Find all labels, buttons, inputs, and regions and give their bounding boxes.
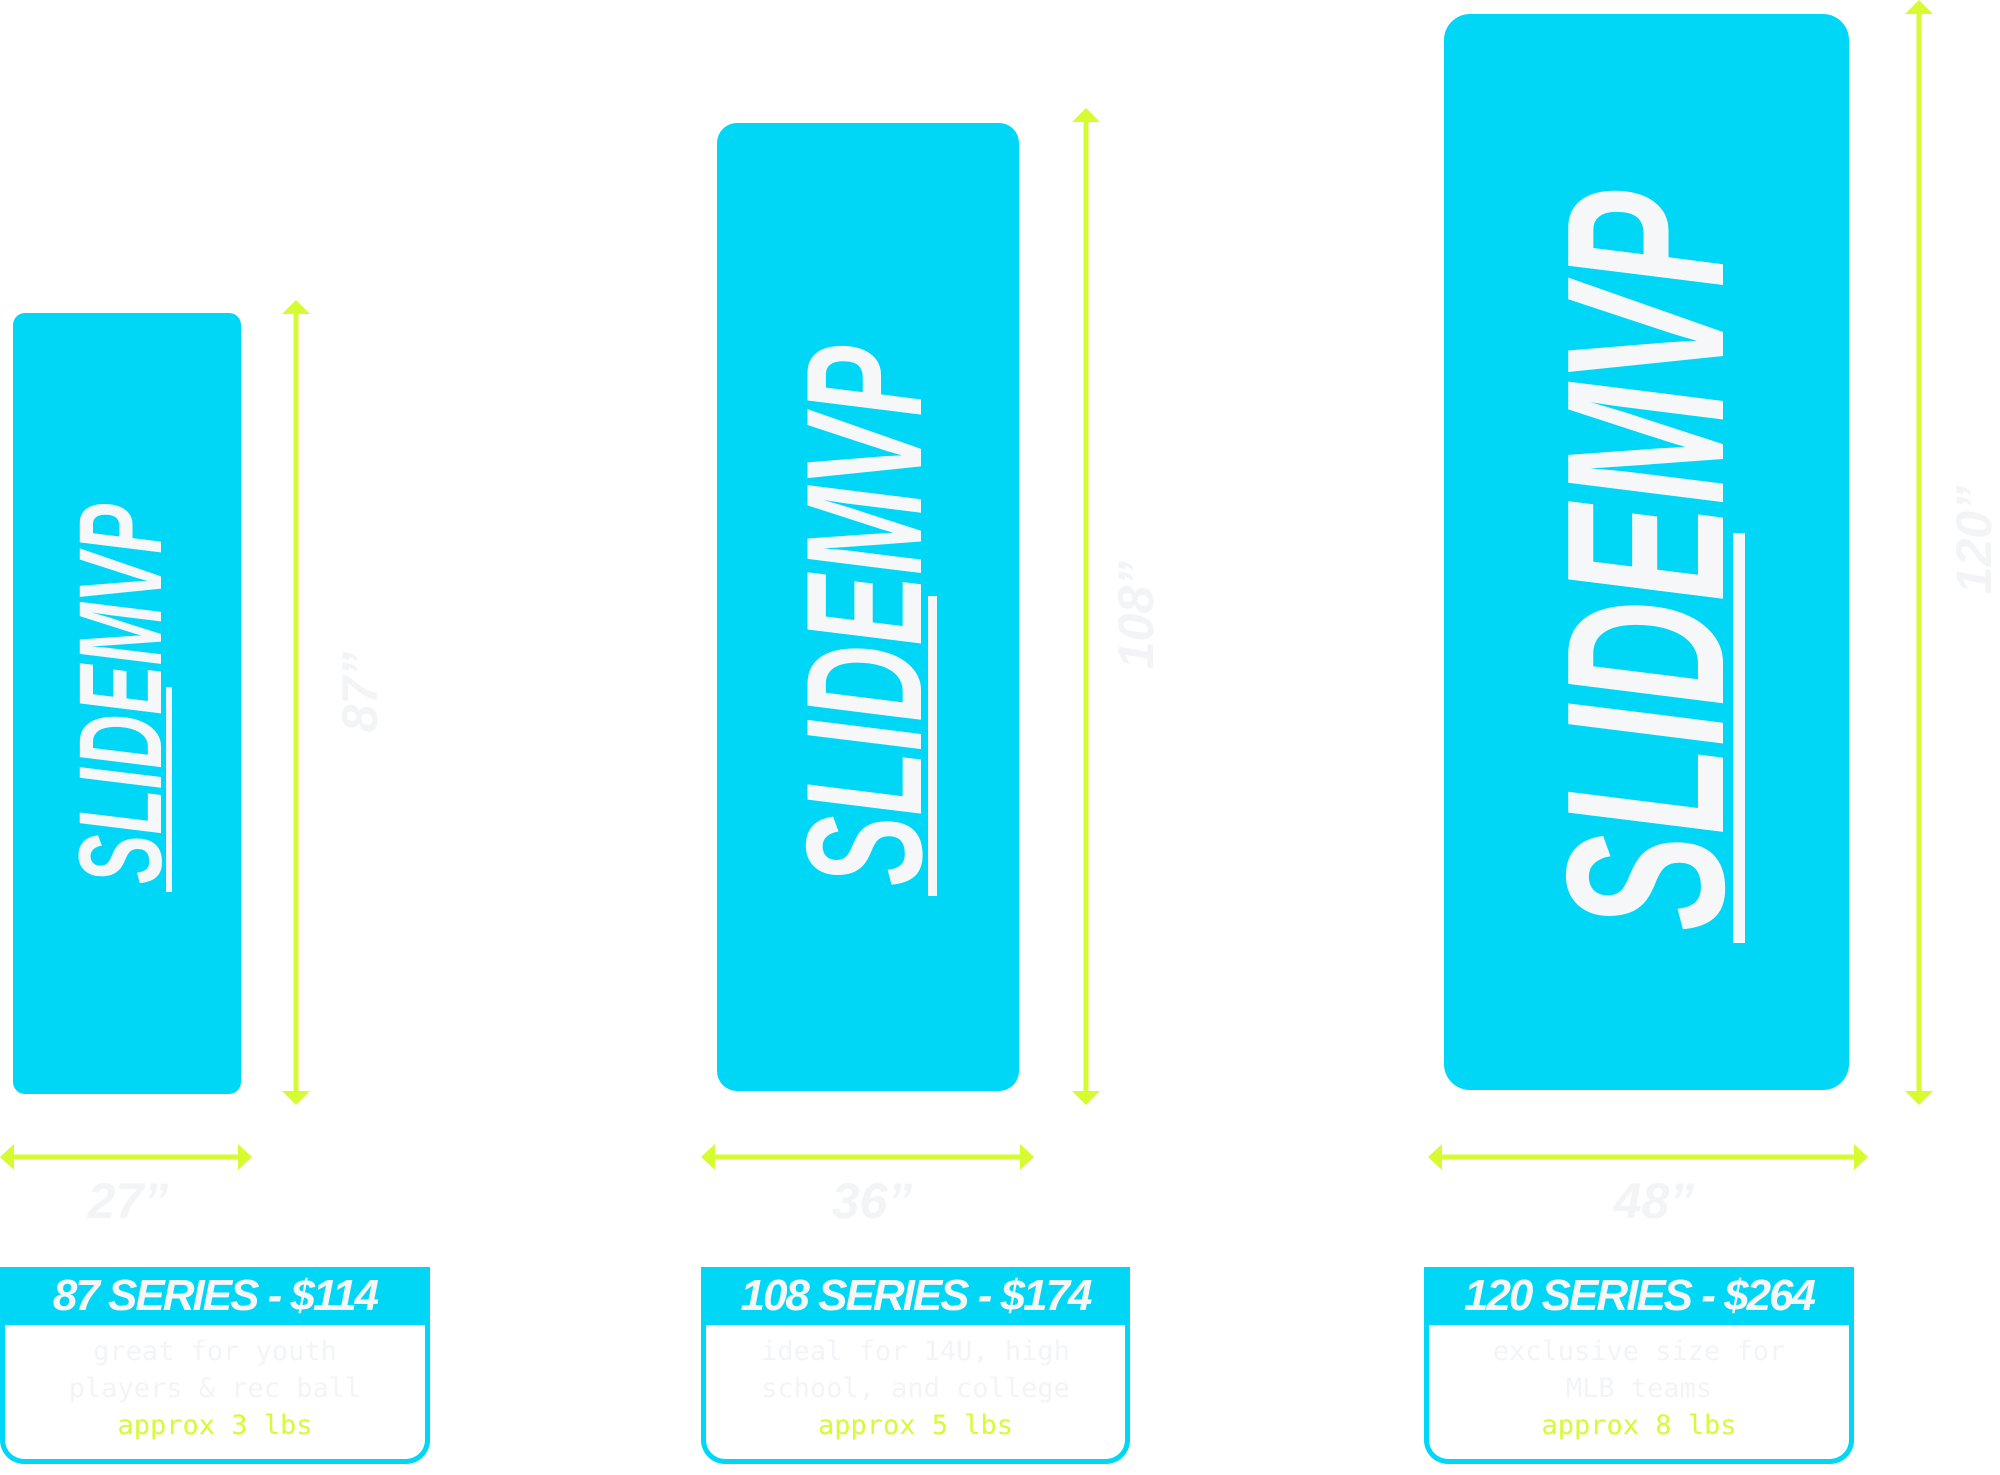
length-arrow-108 — [1072, 108, 1100, 1105]
svg-text:SLIDEMVP: SLIDEMVP — [55, 504, 187, 884]
slidemvp-logo: SLIDEMVP — [772, 345, 956, 896]
product-card-120: 120 SERIES - $264 exclusive size for MLB… — [1424, 1267, 1854, 1464]
product-description: great for youth players & rec ball — [68, 1336, 362, 1404]
product-weight: approx 8 lbs — [1541, 1410, 1737, 1441]
product-description: exclusive size for MLB teams — [1492, 1336, 1786, 1404]
slide-mat-87 — [13, 313, 241, 1094]
length-label-120: 120” — [1946, 485, 2000, 595]
length-label-108: 108” — [1108, 560, 1164, 670]
length-label-87: 87” — [332, 651, 388, 733]
slidemvp-logo: SLIDEMVP — [1519, 190, 1771, 943]
length-arrow-120 — [1905, 0, 1933, 1105]
length-arrow-87 — [282, 300, 310, 1105]
width-arrow-48 — [1428, 1144, 1868, 1170]
width-arrow-27 — [0, 1144, 252, 1170]
slide-mat-120 — [1444, 14, 1849, 1090]
width-label-27: 27” — [87, 1173, 169, 1229]
product-title: 120 SERIES - $264 — [1424, 1267, 1854, 1325]
svg-text:SLIDEMVP: SLIDEMVP — [772, 345, 956, 886]
product-title: 108 SERIES - $174 — [701, 1267, 1130, 1325]
slidemvp-logo: SLIDEMVP — [55, 504, 187, 892]
product-description: ideal for 14U, high school, and college — [761, 1336, 1070, 1404]
svg-text:SLIDEMVP: SLIDEMVP — [1519, 190, 1771, 931]
product-weight: approx 3 lbs — [117, 1410, 313, 1441]
width-arrow-36 — [701, 1144, 1034, 1170]
width-label-48: 48” — [1613, 1173, 1695, 1229]
width-label-36: 36” — [831, 1173, 913, 1229]
slide-mat-108 — [717, 123, 1019, 1091]
product-title: 87 SERIES - $114 — [0, 1267, 430, 1325]
product-weight: approx 5 lbs — [817, 1410, 1014, 1441]
product-card-87: 87 SERIES - $114 great for youth players… — [0, 1267, 430, 1464]
product-card-108: 108 SERIES - $174 ideal for 14U, high sc… — [701, 1267, 1130, 1464]
